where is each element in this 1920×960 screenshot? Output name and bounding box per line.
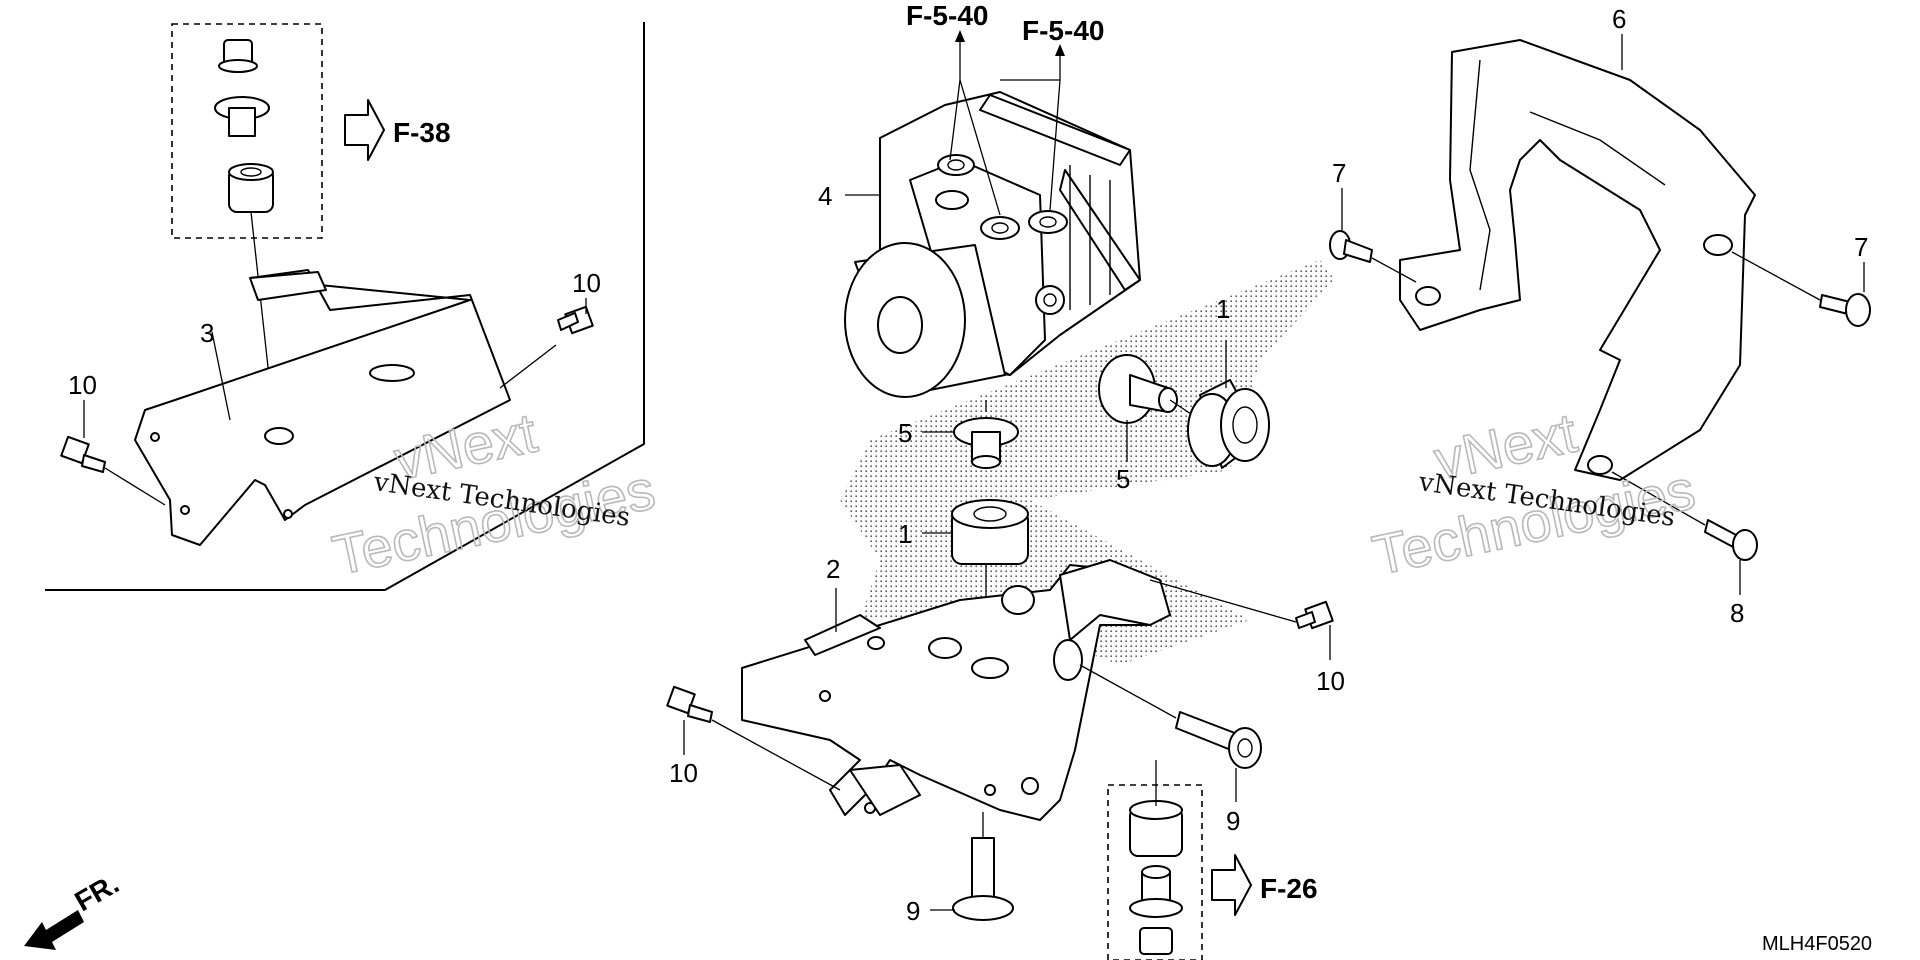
cover-6	[1399, 39, 1756, 481]
inset-border	[45, 22, 645, 591]
rubber-mount-small	[228, 163, 274, 213]
bolt-9-right	[1175, 711, 1262, 769]
front-marker-label: FR.	[70, 868, 125, 917]
label-10-c: 10	[669, 758, 698, 788]
axis-7-b	[1731, 251, 1821, 301]
inset-bolt-line	[499, 344, 557, 389]
bracket-2	[741, 559, 1171, 821]
label-10-d: 10	[1316, 666, 1345, 696]
bolt-10-inset-right	[557, 305, 594, 335]
axis-8	[1611, 471, 1706, 526]
label-1-b: 1	[898, 519, 912, 549]
ref-f38: F-38	[393, 117, 451, 148]
label-7-a: 7	[1332, 158, 1346, 188]
label-5-a: 5	[898, 418, 912, 448]
collar-lower	[1129, 865, 1183, 918]
rubber-mount-lower	[1129, 800, 1183, 857]
label-10-a: 10	[572, 268, 601, 298]
label-7-b: 7	[1854, 232, 1868, 262]
front-arrow-icon	[24, 910, 84, 950]
axis-10-d	[1149, 579, 1297, 623]
rubber-mount-1-center	[951, 499, 1029, 565]
rubber-mount-1-right	[1187, 379, 1270, 469]
bolt-7-left	[1329, 230, 1373, 263]
bracket-3	[134, 269, 511, 546]
reference-arrow-icon	[344, 99, 385, 161]
bolt-10-bracket-right	[1295, 600, 1334, 630]
collar-5-left	[953, 417, 1019, 469]
label-10-b: 10	[68, 370, 97, 400]
label-4: 4	[818, 181, 832, 211]
ref-f540-a: F-5-40	[906, 0, 988, 31]
ref-f26: F-26	[1260, 873, 1318, 904]
label-2: 2	[826, 554, 840, 584]
axis-10-c	[711, 719, 841, 791]
ref-f540-b: F-5-40	[1022, 15, 1104, 46]
inset-bolt-line-left	[104, 467, 166, 506]
collar	[214, 96, 270, 137]
lower-dashed-box	[1107, 784, 1203, 960]
flange-nut	[218, 39, 258, 73]
bolt-9-bottom	[952, 837, 1014, 921]
bolt-7-right	[1819, 293, 1871, 327]
bolt-10-bracket-left	[666, 685, 713, 723]
label-1-a: 1	[1216, 294, 1230, 324]
abs-modulator-4	[844, 91, 1141, 398]
label-5-b: 5	[1116, 464, 1130, 494]
inset-dashed-box	[171, 23, 323, 239]
leader-3	[211, 331, 231, 421]
nut-lower	[1139, 927, 1173, 955]
label-9-b: 9	[1226, 806, 1240, 836]
diagram-code: MLH4F0520	[1762, 933, 1872, 955]
collar-5-right	[1098, 354, 1178, 424]
label-8: 8	[1730, 598, 1744, 628]
label-3: 3	[200, 318, 214, 348]
axis-7-a	[1371, 257, 1417, 283]
f540-arrows	[949, 30, 1065, 216]
reference-arrow-icon-lower	[1211, 854, 1252, 916]
bolt-10-inset-left	[60, 435, 106, 473]
axis-9-b	[1079, 664, 1177, 719]
bolt-8	[1704, 519, 1758, 561]
label-9-a: 9	[906, 896, 920, 926]
inset-panel: F-38 3 10 10	[45, 22, 645, 591]
label-6: 6	[1612, 4, 1626, 34]
